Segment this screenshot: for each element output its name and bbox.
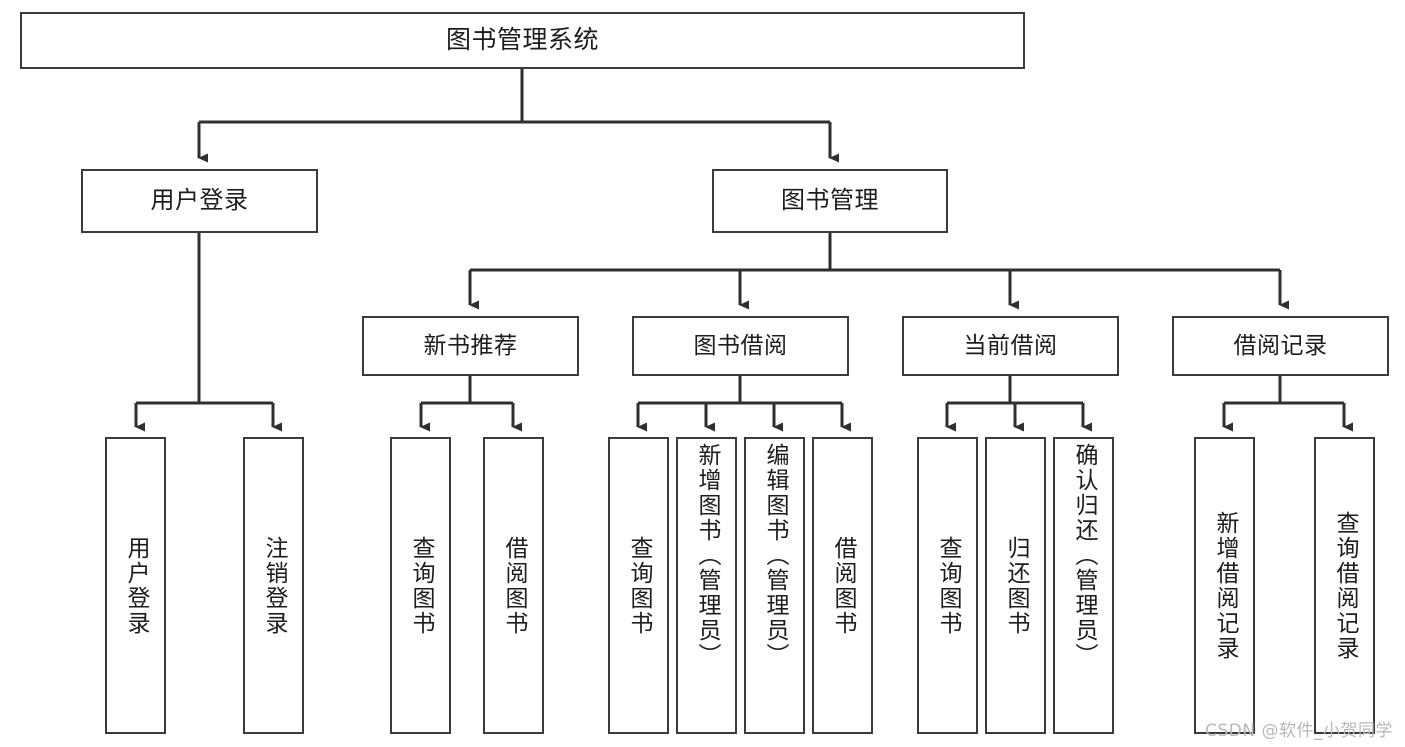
- node-leaf-borrow-book-2[interactable]: 借阅图书: [812, 437, 873, 734]
- node-label: 借阅记录: [1233, 332, 1328, 359]
- node-label: 图书管理系统: [445, 25, 599, 55]
- connector-group-book-manage: [468, 233, 1289, 310]
- node-label: 查询图书: [935, 535, 961, 636]
- node-label: 借阅图书: [830, 535, 856, 636]
- node-label: 编辑图书（管理员）: [762, 443, 788, 668]
- node-label: 用户登录: [150, 186, 249, 215]
- node-label: 查询图书: [626, 535, 652, 636]
- node-leaf-edit-book-admin[interactable]: 编辑图书（管理员）: [744, 437, 805, 734]
- node-book-borrowing[interactable]: 图书借阅: [632, 316, 849, 376]
- node-new-book-recommendation[interactable]: 新书推荐: [362, 316, 579, 376]
- node-label: 用户登录: [123, 535, 149, 636]
- node-label: 当前借阅: [963, 332, 1058, 359]
- node-leaf-query-book-3[interactable]: 查询图书: [917, 437, 978, 734]
- node-current-borrowing[interactable]: 当前借阅: [902, 316, 1119, 376]
- node-label: 确认归还（管理员）: [1071, 443, 1097, 668]
- node-label: 查询图书: [408, 535, 434, 636]
- node-label: 归还图书: [1003, 535, 1029, 636]
- node-leaf-logout[interactable]: 注销登录: [243, 437, 304, 734]
- connector-group-root: [197, 69, 839, 163]
- node-label: 借阅图书: [501, 535, 527, 636]
- node-leaf-user-login[interactable]: 用户登录: [105, 437, 166, 734]
- node-leaf-confirm-return-admin[interactable]: 确认归还（管理员）: [1053, 437, 1114, 734]
- connector-group-current-borrow: [945, 376, 1092, 432]
- node-label: 图书借阅: [693, 332, 788, 359]
- node-root-book-management-system[interactable]: 图书管理系统: [20, 12, 1025, 69]
- node-borrow-record[interactable]: 借阅记录: [1172, 316, 1389, 376]
- node-leaf-add-book-admin[interactable]: 新增图书（管理员）: [676, 437, 737, 734]
- node-label: 图书管理: [781, 186, 879, 215]
- node-leaf-query-book-2[interactable]: 查询图书: [608, 437, 669, 734]
- connector-group-borrow-record: [1222, 376, 1353, 432]
- node-leaf-query-borrow-record[interactable]: 查询借阅记录: [1314, 437, 1375, 734]
- node-leaf-query-book-1[interactable]: 查询图书: [390, 437, 451, 734]
- connector-group-user-login: [134, 233, 282, 432]
- node-leaf-borrow-book-1[interactable]: 借阅图书: [483, 437, 544, 734]
- node-label: 新增图书（管理员）: [694, 443, 720, 668]
- node-leaf-return-book[interactable]: 归还图书: [985, 437, 1046, 734]
- connector-group-new-book-rec: [419, 376, 522, 432]
- node-label: 新增借阅记录: [1212, 510, 1238, 661]
- node-user-login[interactable]: 用户登录: [81, 169, 318, 233]
- connector-group-book-borrow: [636, 376, 851, 432]
- node-label: 查询借阅记录: [1332, 510, 1358, 661]
- node-leaf-add-borrow-record[interactable]: 新增借阅记录: [1194, 437, 1255, 734]
- node-book-management[interactable]: 图书管理: [712, 169, 948, 233]
- node-label: 注销登录: [261, 535, 287, 636]
- node-label: 新书推荐: [423, 332, 518, 359]
